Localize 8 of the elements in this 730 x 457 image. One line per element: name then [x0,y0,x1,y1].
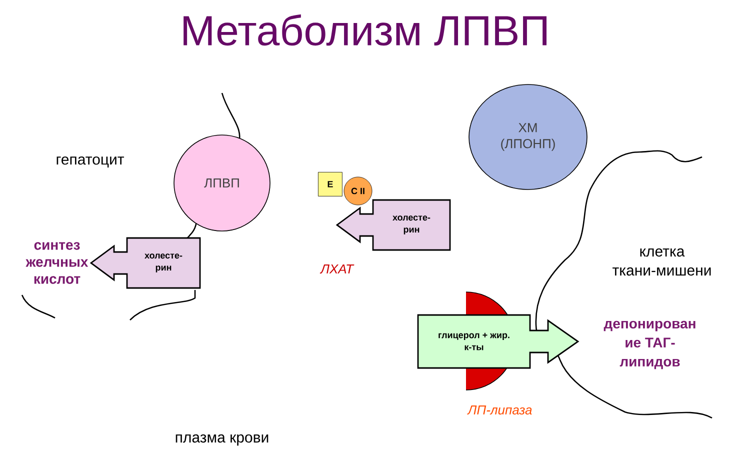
region-label: клетка ткани-мишени [612,248,711,276]
region-label: гепатоцит [56,156,124,168]
enzyme-label: ЛП-липаза [467,405,532,415]
region-label: плазма крови [176,434,268,446]
enzyme-label: ЛХАТ [320,264,354,274]
title: Метаболизм ЛПВП [184,14,547,46]
apoprotein-box: E [318,172,342,196]
process-label: депонирован ие ТАГ- липидов [604,320,696,370]
